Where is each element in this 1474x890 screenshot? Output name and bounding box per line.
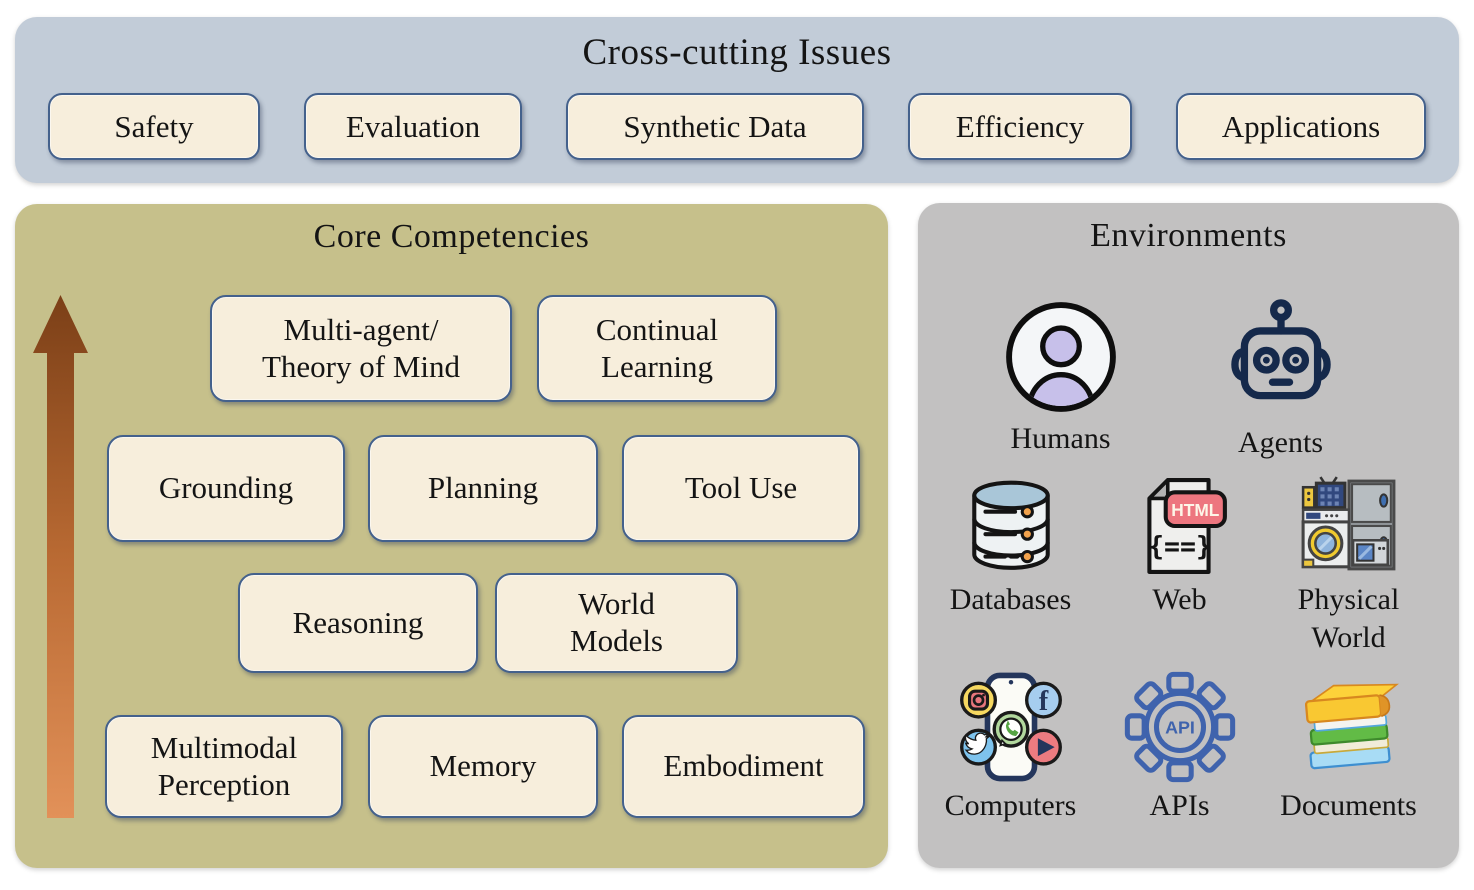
cross-cutting-chip-row: Safety Evaluation Synthetic Data Efficie…: [48, 93, 1426, 160]
env-label-computers: Computers: [944, 789, 1077, 822]
env-item-documents: Documents: [1264, 671, 1433, 825]
competency-continual-learning: Continual Learning: [537, 295, 777, 402]
competency-planning: Planning: [368, 435, 598, 542]
code-braces-text: {==}: [1148, 532, 1212, 563]
env-label-web: Web: [1152, 583, 1207, 616]
core-competencies-title: Core Competencies: [313, 218, 590, 255]
env-item-physical-world: Physical World: [1264, 475, 1433, 656]
chip-evaluation: Evaluation: [304, 93, 522, 160]
phone-social-icon: f: [959, 672, 1062, 782]
env-label-physical-world: Physical World: [1297, 583, 1400, 654]
cross-cutting-title: Cross-cutting Issues: [582, 32, 892, 73]
env-label-humans: Humans: [1010, 422, 1111, 455]
robot-icon: [1230, 299, 1331, 400]
competency-multimodal-perception: Multimodal Perception: [105, 715, 343, 818]
core-competencies-panel: Core Competencies Multi-agent/ Theory of…: [15, 204, 888, 868]
competency-embodiment: Embodiment: [622, 715, 865, 818]
environments-row-1: Humans Agent: [918, 298, 1423, 462]
chip-efficiency: Efficiency: [908, 93, 1132, 160]
upward-arrow-icon: [33, 295, 88, 818]
appliances-icon: [1301, 476, 1395, 571]
database-icon: [971, 480, 1050, 570]
environments-row-3: f Computers: [926, 671, 1433, 825]
env-item-apis: API APIs: [1095, 671, 1264, 825]
html-file-icon: HTML {==}: [1146, 478, 1227, 574]
env-label-apis: APIs: [1149, 789, 1210, 822]
environments-panel: Environments Humans: [918, 203, 1459, 868]
chip-applications: Applications: [1176, 93, 1426, 160]
env-label-databases: Databases: [949, 583, 1072, 616]
env-item-databases: Databases: [926, 475, 1095, 656]
env-item-agents: Agents: [1197, 298, 1365, 462]
env-item-humans: Humans: [977, 298, 1145, 462]
competency-grounding: Grounding: [107, 435, 345, 542]
chip-safety: Safety: [48, 93, 260, 160]
competency-reasoning: Reasoning: [238, 573, 478, 673]
env-label-documents: Documents: [1280, 789, 1417, 822]
chip-synthetic-data: Synthetic Data: [566, 93, 864, 160]
competency-memory: Memory: [368, 715, 598, 818]
facebook-f-glyph: f: [1038, 686, 1048, 717]
env-item-computers: f Computers: [926, 671, 1095, 825]
competency-tool-use: Tool Use: [622, 435, 860, 542]
api-gear-icon: API: [1124, 671, 1235, 783]
api-gear-text: API: [1165, 718, 1195, 738]
html-badge-text: HTML: [1171, 500, 1220, 520]
competency-world-models: World Models: [495, 573, 738, 673]
cross-cutting-panel: Cross-cutting Issues Safety Evaluation S…: [15, 17, 1459, 183]
books-icon: [1304, 683, 1399, 770]
environments-title: Environments: [1090, 217, 1287, 254]
env-label-agents: Agents: [1238, 426, 1323, 459]
env-item-web: HTML {==} Web: [1095, 475, 1264, 656]
competency-multi-agent: Multi-agent/ Theory of Mind: [210, 295, 512, 402]
human-icon: [1005, 302, 1116, 412]
environments-row-2: Databases HTML {==} Web: [926, 475, 1433, 656]
